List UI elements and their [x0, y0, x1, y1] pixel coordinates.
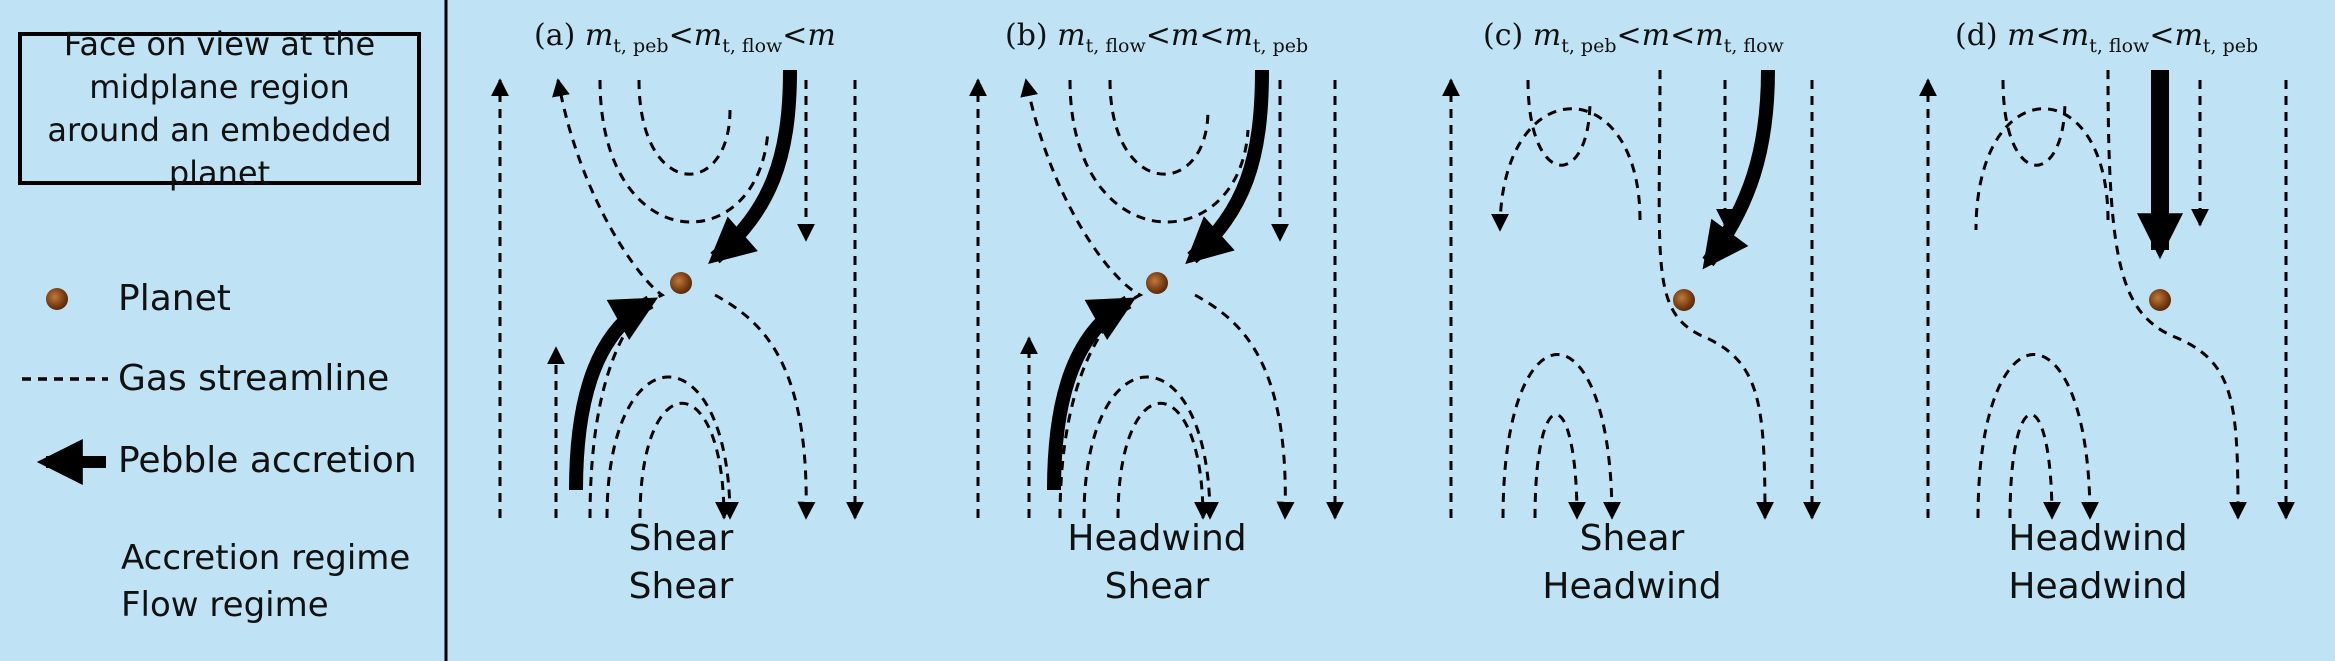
legend-pebble-label: Pebble accretion [118, 440, 417, 481]
flow-regime-label: Flow regime [121, 585, 329, 625]
panel-b-title: (b) mt, flow<m<mt, peb [1005, 18, 1309, 57]
panel-c-title: (c) mt, peb<m<mt, flow [1483, 18, 1784, 57]
panel-d-diagram [1919, 69, 2295, 520]
panel-a-letter: (a) [534, 18, 576, 53]
panel-c-flow-regime: Headwind [1542, 566, 1722, 607]
legend-gas-label: Gas streamline [118, 358, 390, 399]
legend-planet-label: Planet [118, 278, 231, 319]
panel-d-accretion-regime: Headwind [2008, 518, 2188, 559]
panel-d-flow-regime: Headwind [2008, 566, 2188, 607]
panel-d-title: (d) m<mt, flow<mt, peb [1955, 18, 2259, 57]
panel-b-letter: (b) [1005, 18, 1048, 53]
panel-c-diagram [1442, 69, 1821, 520]
panel-a-flow-regime: Shear [628, 566, 734, 607]
panel-c-accretion-regime: Shear [1579, 518, 1685, 559]
panel-b-accretion-regime: Headwind [1067, 518, 1247, 559]
legend-planet-icon [46, 288, 68, 310]
panel-b-flow-regime: Shear [1104, 566, 1210, 607]
panel-c-letter: (c) [1483, 18, 1524, 53]
panel-a-diagram [491, 69, 864, 520]
panel-a-accretion-regime: Shear [628, 518, 734, 559]
accretion-regime-label: Accretion regime [121, 538, 411, 578]
panel-a-title: (a) mt, peb<mt, flow<m [534, 18, 836, 57]
legend-caption-box: Face on view at the midplane region arou… [18, 25, 421, 192]
panel-d-letter: (d) [1955, 18, 1998, 53]
panel-b-diagram [969, 69, 1344, 520]
legend-caption: Face on view at the midplane region arou… [47, 24, 392, 192]
